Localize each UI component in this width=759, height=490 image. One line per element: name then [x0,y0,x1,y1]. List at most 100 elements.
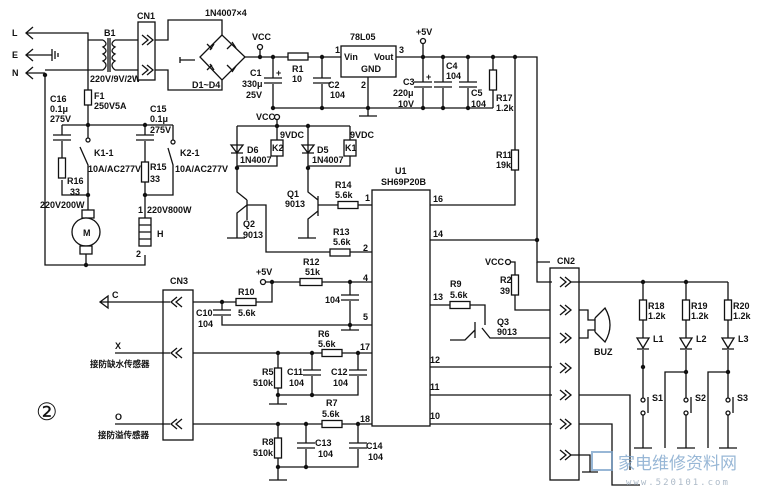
r2-vcc-label: VCC [485,257,505,267]
r17-ref: R17 [496,93,513,103]
r17-value: 1.2k [496,103,515,113]
k2-coil-voltage: 9VDC [280,130,305,140]
q3-transistor [430,304,552,341]
r8-value: 510k [253,448,274,458]
r2-value: 39 [500,286,510,296]
relay-drivers: VCC K2 K1 9VDC 9VDC D6 1N4007 D5 1N4007 … [227,112,375,257]
transformer-primary-icon [101,39,107,71]
d5-ref: D5 [317,145,329,155]
c14-ref: C14 [366,441,383,451]
reg-vout: Vout [374,52,393,62]
d6-ref: D6 [247,145,259,155]
heater-rating: 220V800W [147,205,192,215]
k21-ref: K2-1 [180,148,200,158]
transformer-secondary-icon [111,39,117,71]
r7-value: 5.6k [322,409,341,419]
buzzer-icon [575,306,611,344]
r11-value: 19k [496,160,512,170]
led-l3-label: L3 [738,334,749,344]
r8-ref: R8 [262,437,274,447]
c11-value: 104 [289,378,304,388]
r15-value: 33 [150,174,160,184]
r13-ref: R13 [333,227,350,237]
earth-ground-icon [51,49,59,61]
transformer-ref: B1 [104,28,116,38]
reg-gnd: GND [361,64,382,74]
u1-pin12: 12 [430,355,440,365]
relay-vcc-label: VCC [256,112,276,122]
k1-coil-voltage: 9VDC [350,130,375,140]
reg-pin1: 1 [335,45,340,55]
led-column-2: R19 1.2k L2 S2 [664,279,710,449]
motor-label: M [83,228,91,238]
r12-5v-label: +5V [256,267,272,277]
cn3-c-ground-icon [98,294,170,310]
c1-voltage: 25V [246,90,262,100]
r18-ref: R18 [648,301,665,311]
c13-ref: C13 [315,438,332,448]
r7-resistor [321,419,343,429]
r12-resistor [299,277,323,287]
c12-value: 104 [333,378,348,388]
vcc-terminal [256,43,264,51]
c16-voltage: 275V [50,114,71,124]
c1-ref: C1 [250,68,262,78]
cn3-x-label: X [115,341,121,351]
led-l1-label: L1 [653,334,664,344]
c15-value: 0.1μ [150,114,168,124]
q1-ref: Q1 [287,189,299,199]
r20-value: 1.2k [733,311,752,321]
r11-ref: R11 [496,150,512,160]
d5-diode [300,144,316,155]
r6-value: 5.6k [318,339,337,349]
led-l2-label: L2 [696,334,707,344]
r13-resistor [329,248,351,257]
r14-resistor [337,200,359,210]
c11-ref: C11 [287,367,303,377]
c1-plus: + [276,68,281,78]
c15-voltage: 275V [150,125,171,135]
c16-ref: C16 [50,94,67,104]
r14-value: 5.6k [335,190,354,200]
mains-plug-icon [25,26,34,80]
u1-pin10: 10 [430,411,440,421]
r2-ref: R2 [500,275,512,285]
transformer-b1: B1 220V/9V/2W [88,28,150,84]
c16-value: 0.1μ [50,104,68,114]
q3-part: 9013 [497,327,517,337]
led-keypad: R18 1.2k L1 S1 R19 1.2k L2 S2 R20 1 [579,279,752,486]
output-filter: +5V + C3 220μ 10V C4 104 C5 104 R17 1.2k… [393,27,520,206]
mains-l-label: L [12,28,18,38]
u1-pin13: 13 [433,292,443,302]
switch-s1-label: S1 [652,393,663,403]
u1-pin16: 16 [433,194,443,204]
transformer-rating: 220V/9V/2W [90,74,141,84]
q3-ref: Q3 [497,317,509,327]
r9-ref: R9 [450,279,462,289]
c1-value: 330μ [242,79,263,89]
watermark-title: 家电维修资料网 [618,454,737,474]
connector-cn2: CN2 [430,256,728,481]
cn3-ref: CN3 [170,276,188,286]
c13-value: 104 [318,449,333,459]
buzzer-driver: R9 5.6k Q3 9013 VCC R2 39 BUZ [430,257,613,357]
r9-value: 5.6k [450,290,469,300]
fuse-f1 [83,89,93,106]
motor-rating: 220V200W [40,200,85,210]
r13-value: 5.6k [333,237,352,247]
u1-pin1: 1 [365,193,370,203]
switch-s2-label: S2 [695,393,706,403]
r18-value: 1.2k [648,311,667,321]
c10-value: 104 [198,319,213,329]
r10-resistor [235,297,257,307]
c3-value: 220μ [393,88,414,98]
r10-value: 5.6k [238,308,257,318]
led-l1-icon [635,337,651,350]
u1-pin14: 14 [433,229,443,239]
reg-pin3: 3 [399,45,404,55]
r6-resistor [321,348,343,358]
r10-ref: R10 [238,287,255,297]
relay-k2-label: K2 [272,143,284,153]
q2-ref: Q2 [243,219,255,229]
